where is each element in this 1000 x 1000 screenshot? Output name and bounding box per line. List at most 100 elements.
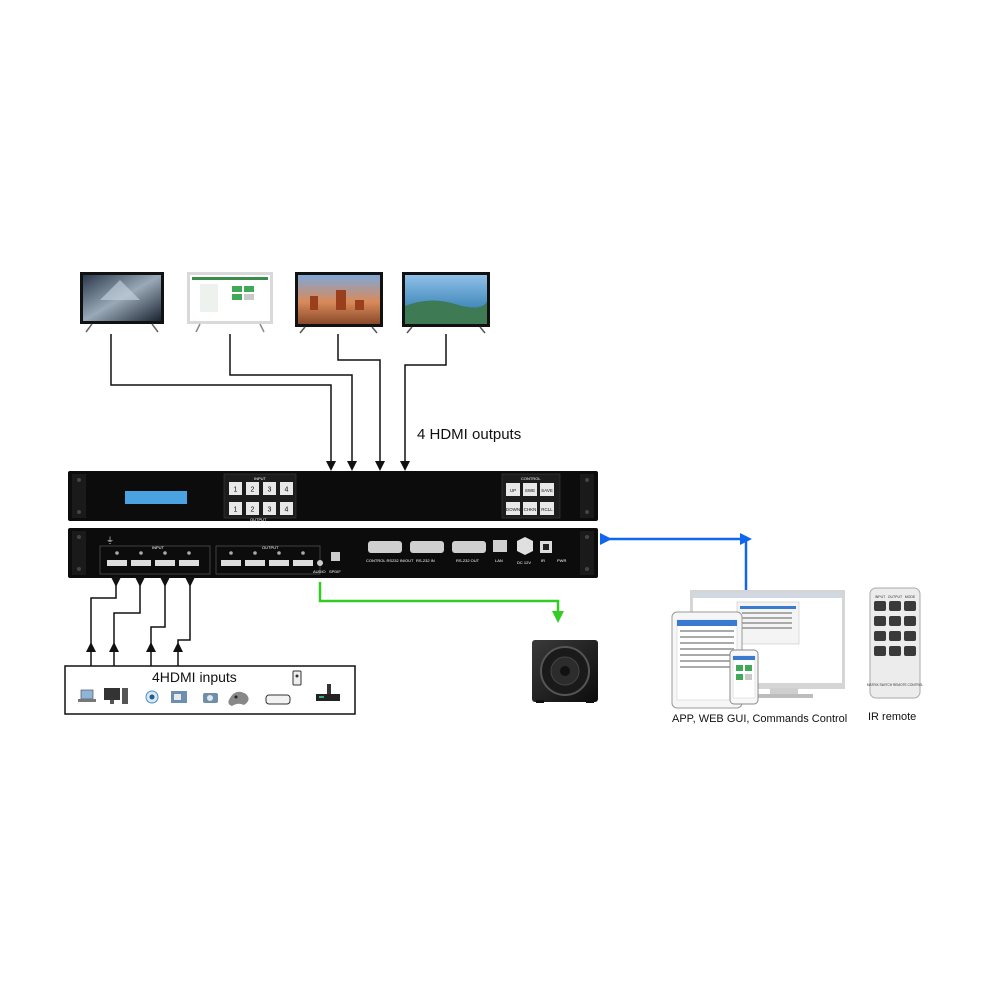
pwr-label: PWR bbox=[557, 558, 566, 563]
input-button-4[interactable] bbox=[280, 482, 293, 495]
output-button-1[interactable] bbox=[229, 502, 242, 515]
audio-label: AUDIO bbox=[313, 569, 326, 574]
input-button-1[interactable] bbox=[229, 482, 242, 495]
output-button-1-label: 1 bbox=[234, 507, 238, 514]
output-cable-4 bbox=[400, 334, 447, 471]
desktop-pc-icon bbox=[104, 688, 128, 704]
webcam-icon bbox=[145, 690, 159, 704]
remote-caption: MATRIX SWITCH REMOTE CONTROL bbox=[867, 683, 923, 687]
input-cable-1 bbox=[90, 577, 121, 666]
control-button-down[interactable] bbox=[506, 502, 520, 515]
output-cable-3 bbox=[337, 334, 385, 471]
desktop-monitor bbox=[690, 590, 845, 698]
output-button-3[interactable] bbox=[263, 502, 276, 515]
input-button-2-label: 2 bbox=[251, 487, 255, 494]
control-button-chkn[interactable] bbox=[523, 502, 537, 515]
input-cable-4 bbox=[177, 577, 195, 666]
rear-hdmi-in-3 bbox=[155, 560, 175, 566]
input-arrowheads bbox=[86, 642, 183, 652]
input-button-2[interactable] bbox=[246, 482, 259, 495]
front-output-title: OUTPUT bbox=[250, 517, 267, 522]
ir-label: IR bbox=[541, 558, 545, 563]
audio-link bbox=[318, 582, 564, 623]
remote-label-output: OUTPUT bbox=[888, 595, 903, 599]
spdif-label: SPDIF bbox=[329, 569, 341, 574]
front-control-buttons: UP SWE SAVE DOWN CHKN RCLL bbox=[506, 483, 554, 515]
output-cable-1 bbox=[110, 334, 336, 471]
ir-remote-label: IR remote bbox=[868, 711, 916, 723]
ground-icon: ⏚ bbox=[106, 536, 114, 545]
matrix-rear-panel: ⏚ INPUT OUTPUT AUDIO SPDIF bbox=[68, 528, 598, 578]
rear-hdmi-out-3 bbox=[269, 560, 289, 566]
source-devices-box: 4HDMI inputs bbox=[64, 665, 356, 715]
rear-hdmi-in-2 bbox=[131, 560, 151, 566]
tv-2 bbox=[187, 272, 273, 333]
lcd-display bbox=[125, 491, 187, 504]
spdif-port bbox=[331, 552, 340, 561]
matrix-front-panel: INPUT OUTPUT 1 2 3 4 1 2 3 4 CONTROL bbox=[68, 471, 598, 522]
rear-hdmi-in-4 bbox=[179, 560, 199, 566]
camera-icon bbox=[203, 693, 218, 703]
front-input-title: INPUT bbox=[254, 476, 267, 481]
smartphone-device bbox=[729, 649, 759, 705]
control-button-rcll[interactable] bbox=[540, 502, 554, 515]
input-button-1-label: 1 bbox=[234, 487, 238, 494]
output-button-4-label: 4 bbox=[285, 507, 289, 514]
output-cable-2 bbox=[229, 334, 357, 471]
lan-label: LAN bbox=[495, 558, 503, 563]
rear-output-title: OUTPUT bbox=[262, 545, 279, 550]
tv-4 bbox=[402, 272, 490, 334]
audio-jack bbox=[317, 560, 323, 566]
output-button-3-label: 3 bbox=[268, 507, 272, 514]
output-button-4[interactable] bbox=[280, 502, 293, 515]
input-cable-2 bbox=[113, 577, 145, 666]
dc-power-jack bbox=[517, 537, 533, 555]
hdmi-outputs-label: 4 HDMI outputs bbox=[417, 426, 521, 443]
control-button-up-label: UP bbox=[510, 488, 516, 493]
rear-hdmi-inputs bbox=[107, 551, 199, 566]
rear-hdmi-in-1 bbox=[107, 560, 127, 566]
hdmi-inputs-label: 4HDMI inputs bbox=[152, 669, 237, 685]
lan-port bbox=[493, 540, 507, 552]
control-button-down-label: DOWN bbox=[506, 507, 520, 512]
output-button-2-label: 2 bbox=[251, 507, 255, 514]
rs232-in-port bbox=[410, 541, 444, 553]
rear-hdmi-outputs bbox=[221, 551, 313, 566]
control-button-swe[interactable] bbox=[523, 483, 537, 496]
rs232-out-label: RS-232 OUT bbox=[456, 558, 480, 563]
control-button-up[interactable] bbox=[506, 483, 520, 496]
input-button-4-label: 4 bbox=[285, 487, 289, 494]
control-button-save[interactable] bbox=[540, 483, 554, 496]
rear-input-title: INPUT bbox=[152, 545, 165, 550]
tablet-device bbox=[671, 611, 743, 709]
remote-label-mode: MODE bbox=[905, 595, 916, 599]
remote-buttons bbox=[874, 601, 916, 656]
output-button-2[interactable] bbox=[246, 502, 259, 515]
apple-tv-icon bbox=[265, 670, 302, 705]
tv-3 bbox=[295, 272, 383, 334]
subwoofer-speaker bbox=[532, 640, 598, 703]
control-rs232-port bbox=[368, 541, 402, 553]
dc-label: DC 12V bbox=[517, 560, 531, 565]
control-rs232-label: CONTROL RS232 IN/OUT bbox=[366, 558, 414, 563]
control-methods-label: APP, WEB GUI, Commands Control bbox=[672, 713, 847, 725]
hdmi-input-cables bbox=[90, 577, 195, 666]
front-control-title: CONTROL bbox=[521, 476, 541, 481]
rear-hdmi-out-1 bbox=[221, 560, 241, 566]
input-button-3-label: 3 bbox=[268, 487, 272, 494]
laptop-icon bbox=[78, 689, 96, 702]
tv-1 bbox=[80, 272, 164, 333]
control-button-swe-label: SWE bbox=[525, 488, 535, 493]
input-cable-3 bbox=[150, 577, 170, 666]
control-button-rcll-label: RCLL bbox=[541, 507, 553, 512]
rs232-out-port bbox=[452, 541, 486, 553]
remote-label-input: INPUT bbox=[875, 595, 886, 599]
rear-hdmi-out-2 bbox=[245, 560, 265, 566]
control-button-save-label: SAVE bbox=[541, 488, 553, 493]
control-button-chkn-label: CHKN bbox=[524, 507, 537, 512]
set-top-box-icon bbox=[316, 684, 340, 701]
gamepad-icon bbox=[228, 691, 249, 706]
front-output-buttons: 1 2 3 4 bbox=[229, 502, 293, 515]
input-button-3[interactable] bbox=[263, 482, 276, 495]
